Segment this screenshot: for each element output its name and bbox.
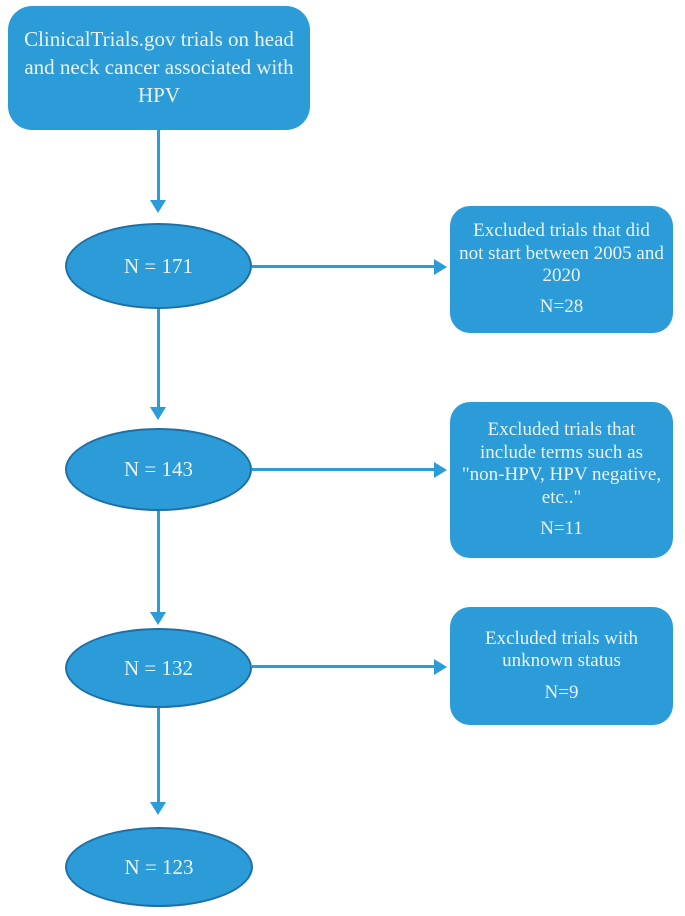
arrowhead-right-icon: [434, 462, 447, 478]
connector-line-stage1-to-stage2: [157, 309, 160, 408]
arrowhead-down-icon: [150, 200, 166, 213]
exclusion1-box: Excluded trials that did not start betwe…: [450, 206, 673, 333]
connector-line-stage2-to-stage3: [157, 511, 160, 613]
stage3-count-label: N = 132: [123, 655, 193, 680]
connector-line-stage3-to-stage4: [157, 708, 160, 803]
stage2-count-label: N = 143: [123, 457, 193, 481]
stage3-ellipse: N = 132: [65, 628, 252, 708]
exclusion3-count: N=9: [544, 681, 579, 703]
arrowhead-down-icon: [150, 612, 166, 625]
arrowhead-down-icon: [150, 802, 166, 815]
stage2-ellipse: N = 143: [65, 428, 252, 511]
stage1-count-label: N = 171: [123, 253, 193, 278]
connector-line-source-to-stage1: [157, 130, 160, 201]
exclusion1-text: Excluded trials that did not start betwe…: [459, 220, 664, 286]
exclusion3-text: Excluded trials with unknown status: [484, 627, 639, 672]
connector-line-stage1-to-exclusion1: [252, 265, 434, 268]
arrowhead-right-icon: [434, 659, 447, 675]
arrowhead-right-icon: [434, 259, 447, 275]
connector-line-stage3-to-exclusion3: [252, 665, 434, 668]
source-box-label: ClinicalTrials.gov trials on head and ne…: [24, 27, 294, 107]
stage1-ellipse: N = 171: [65, 223, 252, 309]
exclusion1-count: N=28: [539, 296, 584, 318]
exclusion2-count: N=11: [540, 518, 583, 540]
connector-line-stage2-to-exclusion2: [252, 468, 434, 471]
exclusion3-box: Excluded trials with unknown status N=9: [450, 607, 673, 725]
exclusion2-box: Excluded trials that include terms such …: [450, 402, 673, 558]
stage4-ellipse: N = 123: [65, 827, 253, 907]
arrowhead-down-icon: [150, 407, 166, 420]
stage4-count-label: N = 123: [124, 854, 194, 879]
source-box: ClinicalTrials.gov trials on head and ne…: [8, 6, 310, 130]
exclusion2-text: Excluded trials that include terms such …: [461, 419, 662, 508]
